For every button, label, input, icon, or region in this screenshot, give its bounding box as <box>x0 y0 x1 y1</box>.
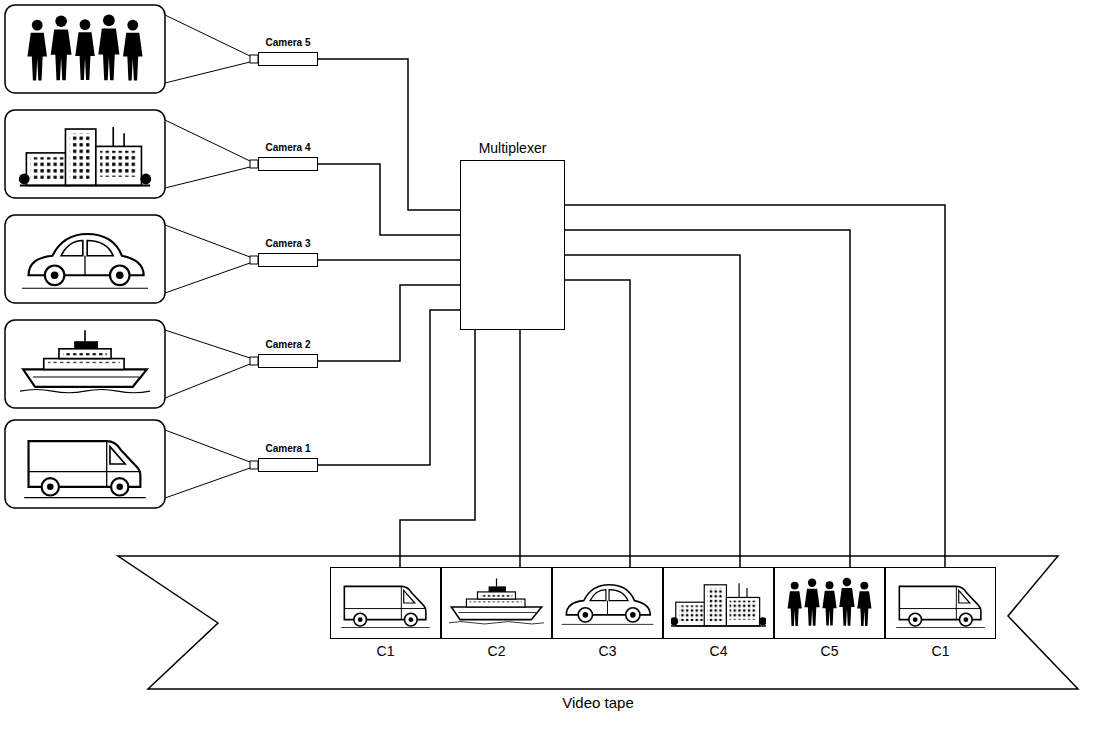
scene-frame <box>5 5 165 93</box>
camera-label: Camera 3 <box>265 238 310 253</box>
camera-label: Camera 1 <box>265 443 310 458</box>
people-picture <box>27 14 142 80</box>
tape-frame <box>663 567 774 639</box>
tape-frame-node: C4 <box>663 567 774 660</box>
people-picture <box>788 578 872 626</box>
tape-frame-node: C5 <box>774 567 885 660</box>
scene-building <box>5 110 165 198</box>
camera-box-node: Camera 1 <box>258 443 318 472</box>
camera-box-node: Camera 2 <box>258 339 318 368</box>
tape-label: Video tape <box>562 690 633 712</box>
camera-label: Camera 5 <box>265 37 310 52</box>
scene-van <box>5 420 165 508</box>
scene-frame <box>5 420 165 508</box>
tape-outline <box>118 555 1078 690</box>
camera-box-node: Camera 4 <box>258 142 318 171</box>
frame-label: C2 <box>488 639 506 660</box>
multiplexer-label: Multiplexer <box>479 140 547 160</box>
camera-box <box>258 458 318 472</box>
signal-wire <box>519 330 521 567</box>
signal-wire <box>565 230 850 567</box>
signal-wire <box>318 59 460 210</box>
tape-frame <box>885 567 996 639</box>
car-picture <box>22 234 148 288</box>
camera-label: Camera 2 <box>265 339 310 354</box>
tape-frame <box>441 567 552 639</box>
signal-wire <box>318 164 460 235</box>
camera-box <box>258 52 318 66</box>
building-picture <box>19 127 151 186</box>
tape-frame-node: C2 <box>441 567 552 660</box>
signal-wire <box>565 280 630 567</box>
car-picture <box>562 585 654 625</box>
tape-frame-node: C1 <box>885 567 996 660</box>
ship-picture <box>20 330 150 392</box>
scene-ship <box>5 320 165 408</box>
van-picture <box>341 586 430 627</box>
frame-label: C1 <box>932 639 950 660</box>
frame-label: C3 <box>599 639 617 660</box>
van-picture <box>896 586 985 627</box>
video-tape <box>118 555 1078 690</box>
scene-frame <box>5 320 165 408</box>
signal-wire <box>318 310 460 465</box>
tape-frame-node: C3 <box>552 567 663 660</box>
multiplexer-box <box>460 160 565 330</box>
ship-picture <box>449 578 544 624</box>
van-picture <box>24 441 146 497</box>
camera-lens <box>250 55 258 469</box>
frame-label: C1 <box>377 639 395 660</box>
camera-box-node: Camera 5 <box>258 37 318 66</box>
scene-frame <box>5 215 165 303</box>
video-tape-node: Video tape C1 C2 C3 C4 C5 C1 <box>118 555 1078 712</box>
scene-people <box>5 5 165 93</box>
signal-wire <box>565 205 945 567</box>
camera-label: Camera 4 <box>265 142 310 157</box>
tape-outline-path <box>118 556 1078 689</box>
scene-frame <box>5 110 165 198</box>
scene-car <box>5 215 165 303</box>
view-lines <box>165 15 250 498</box>
camera-box <box>258 253 318 267</box>
signal-wire <box>565 255 740 567</box>
camera-box <box>258 157 318 171</box>
multiplexer-box-node: Multiplexer <box>460 140 565 330</box>
tape-frame <box>552 567 663 639</box>
tape-frame <box>774 567 885 639</box>
signal-wire <box>400 330 475 567</box>
building-picture <box>670 583 767 626</box>
signal-wire <box>318 259 460 261</box>
camera-box <box>258 354 318 368</box>
tape-frame-node: C1 <box>330 567 441 660</box>
signal-wire <box>318 285 460 361</box>
frame-label: C5 <box>821 639 839 660</box>
tape-frame <box>330 567 441 639</box>
frame-label: C4 <box>710 639 728 660</box>
camera-box-node: Camera 3 <box>258 238 318 267</box>
